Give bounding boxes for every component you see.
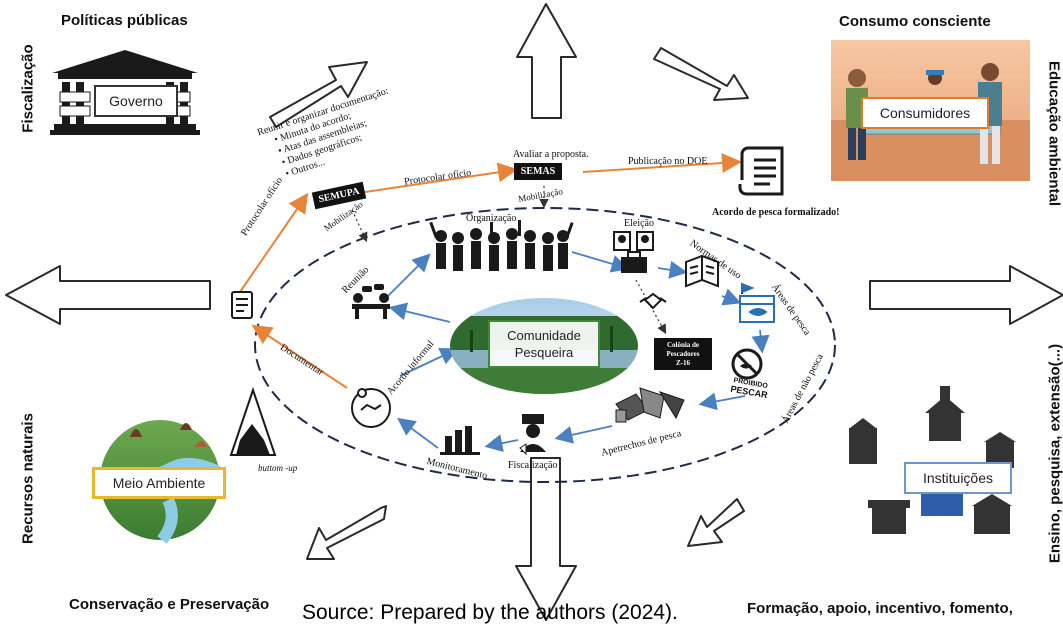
acordo-informal-icon — [351, 388, 391, 428]
arrow-fiscalizacao-monitoramento — [484, 434, 519, 453]
meio-ambiente-box: Meio Ambiente — [92, 467, 226, 499]
fiscalizacao-label: Fiscalização — [508, 460, 558, 471]
eleicao-label: Eleição — [624, 218, 654, 229]
conservacao-heading: Conservação e Preservação — [69, 596, 270, 613]
consumidores-box: Consumidores — [861, 97, 989, 129]
arrow-up — [516, 3, 577, 119]
arrow-semupa-to-semas — [364, 162, 518, 193]
normas-book-icon — [685, 254, 719, 288]
arrow-naopesca-apetrechos — [698, 392, 746, 411]
comunidade-line2: Pesqueira — [514, 345, 574, 360]
reuniao-icon — [352, 284, 390, 319]
governo-box: Governo — [94, 85, 178, 117]
arrow-eleicao-normas — [657, 260, 688, 279]
colonia-line1: Colônia de — [666, 340, 700, 349]
arrow-acordo-comunidade — [399, 348, 459, 377]
consumo-consciente-heading: Consumo consciente — [839, 13, 991, 30]
arrow-up-right — [269, 61, 368, 128]
eleicao-icon — [613, 231, 654, 273]
comunidade-line1: Comunidade — [507, 328, 581, 343]
arrow-semas-to-doe — [582, 153, 742, 174]
handshake-icon — [639, 292, 667, 310]
arrow-down-right — [653, 47, 749, 101]
doe-document-icon — [738, 146, 784, 196]
colonia-line3: Z-16 — [676, 358, 690, 367]
arrow-right — [869, 265, 1063, 325]
ensino-side-label: Ensino, pesquisa, extensão(...) — [1046, 343, 1063, 564]
areas-pesca-icon — [739, 282, 775, 323]
comunidade-box: Comunidade Pesqueira — [488, 320, 600, 368]
documento-icon — [231, 291, 253, 319]
avaliar-proposta: Avaliar a proposta. — [513, 149, 589, 160]
arrow-monitoramento-acordo — [397, 417, 439, 449]
arrow-apetrechos-fiscalizacao — [554, 425, 613, 444]
educacao-ambiental-side-label: Educação ambiental — [1045, 60, 1063, 207]
formacao-heading: Formação, apoio, incentivo, fomento, — [747, 600, 1013, 617]
arrow-comunidade-reuniao — [388, 302, 451, 323]
source-caption: Source: Prepared by the authors (2024). — [302, 601, 678, 624]
arrow-normas-areas — [721, 288, 742, 306]
arrow-reuniao-organizacao — [387, 253, 431, 297]
colonia-pescadores-badge: Colônia de Pescadores Z-16 — [654, 338, 712, 370]
apetrechos-icon — [615, 387, 685, 423]
bottom-up-mountain-icon — [229, 386, 277, 456]
arrow-left-down — [687, 498, 745, 547]
monitoramento-icon — [440, 426, 480, 455]
dotted-semupa-mobilizacao — [351, 209, 368, 243]
arrow-organizacao-eleicao — [571, 251, 630, 273]
arrow-left — [5, 265, 211, 325]
arrow-acordo-to-doc — [251, 324, 348, 389]
organizacao-crowd-icon — [429, 220, 574, 271]
arrow-areas-naopesca — [751, 329, 770, 354]
fiscalizacao-agent-icon — [519, 414, 546, 456]
instituicoes-icons — [849, 386, 1016, 534]
cycle-ellipse — [254, 207, 836, 483]
semas-label: SEMAS — [514, 163, 562, 180]
acordo-formalizado: Acordo de pesca formalizado! — [712, 207, 840, 218]
organizacao-label: Organização — [466, 213, 517, 224]
outline-arrows — [5, 3, 1063, 621]
arrow-doc-to-semupa — [239, 192, 309, 293]
arrow-down — [515, 457, 577, 621]
colonia-line2: Pescadores — [666, 349, 700, 358]
fiscalizacao-side-label: Fiscalização — [19, 44, 37, 133]
bottom-up-label: buttom -up — [258, 463, 298, 473]
publicacao-doe: Publicação no DOE — [628, 156, 708, 167]
recursos-naturais-side-label: Recursos naturais — [19, 413, 37, 544]
proibido-pescar-icon — [731, 348, 763, 380]
arrow-down-left — [306, 505, 387, 560]
politicas-publicas-heading: Políticas públicas — [61, 12, 188, 29]
instituicoes-box: Instituições — [904, 462, 1012, 494]
